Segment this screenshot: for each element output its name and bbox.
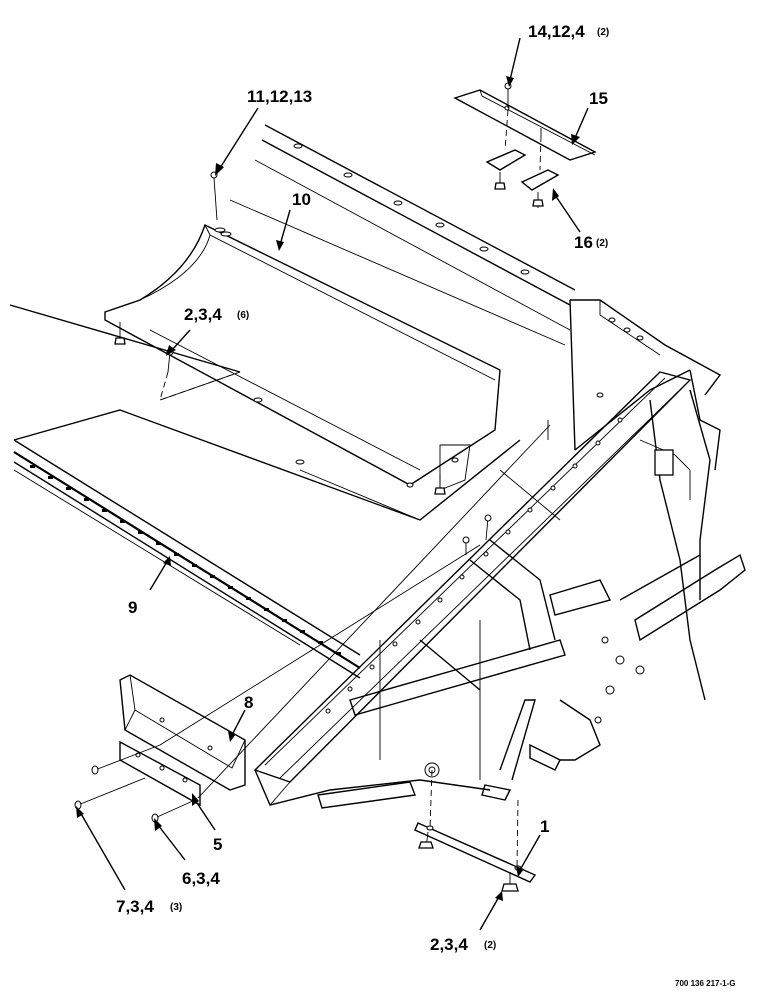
diagonal-beam [253, 371, 692, 809]
callout-2-3-4-bottom: 2,3,4 (2) [430, 935, 496, 954]
bolts [74, 424, 551, 823]
callout-8: 8 [244, 693, 253, 712]
callout-7-3-4: 7,3,4 (3) [116, 897, 182, 916]
callout-qty: (2) [484, 940, 496, 951]
callout-6-3-4: 6,3,4 [182, 869, 220, 888]
callout-10: 10 [292, 190, 311, 209]
end-frame [529, 299, 746, 771]
drawing-reference-number: 700 136 217-1-G [675, 979, 736, 988]
callout-qty: (2) [596, 238, 608, 249]
part-8-end-cap [119, 674, 246, 791]
leader-arrows [76, 37, 589, 931]
callout-qty: (2) [597, 27, 609, 38]
callout-16: 16 (2) [574, 233, 608, 252]
callout-9: 9 [128, 598, 137, 617]
callout-2-3-4-top: 2,3,4 (6) [184, 305, 249, 324]
callout-qty: (6) [237, 310, 249, 321]
lower-frame [349, 469, 612, 801]
callout-text: 16 [574, 233, 593, 252]
callout-14-12-4: 14,12,4 (2) [528, 22, 609, 41]
header-pan [9, 304, 521, 679]
callout-11-12-13: 11,12,13 [247, 87, 312, 106]
bolt-11 [210, 171, 226, 233]
callout-1: 1 [540, 817, 549, 836]
top-rail [229, 124, 576, 346]
part-5-plate [119, 740, 201, 807]
callout-qty: (3) [170, 902, 182, 913]
callout-text: 2,3,4 [184, 305, 222, 324]
wear-plate [104, 224, 501, 491]
part-15-cover [453, 82, 597, 161]
callout-15: 15 [589, 89, 608, 108]
edge-slots [30, 465, 341, 655]
callout-text: 7,3,4 [116, 897, 154, 916]
part-16-clips [485, 109, 560, 208]
callout-text: 2,3,4 [430, 935, 468, 954]
callout-text: 14,12,4 [528, 22, 585, 41]
callout-5: 5 [213, 835, 222, 854]
